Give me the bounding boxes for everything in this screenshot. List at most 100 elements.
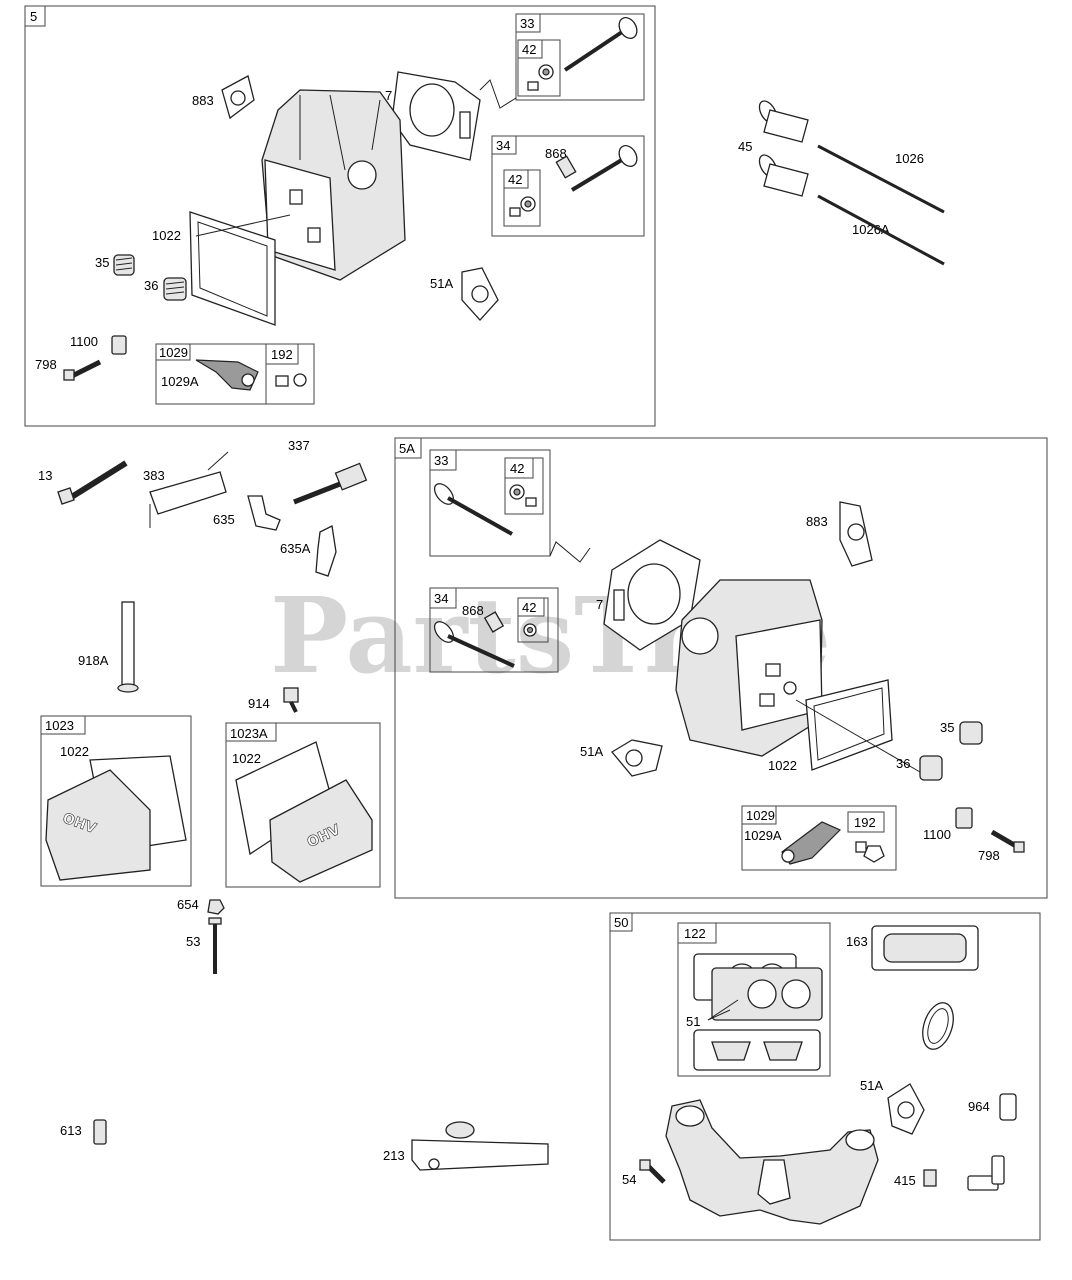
- valve-cover-gasket-part[interactable]: [189, 211, 291, 326]
- subgroup-5A-33[interactable]: 33 42: [429, 449, 551, 557]
- valve-keeper-part-3[interactable]: [509, 484, 537, 507]
- intake-gasket-part[interactable]: [221, 75, 255, 120]
- subgroup-5-34[interactable]: 34 42 868: [491, 135, 645, 237]
- valve-cover-part-2[interactable]: OHV: [235, 741, 373, 883]
- subgroup-5-33[interactable]: 33 42: [515, 13, 645, 101]
- ignition-coil-bracket-part[interactable]: [149, 451, 229, 528]
- label-36-b: 36: [896, 756, 910, 771]
- subgroup-5-1029[interactable]: 1029 192 1029A: [155, 343, 315, 405]
- subgroup-5A-34-tag: 34: [434, 591, 448, 606]
- subgroup-50-122[interactable]: 122 51: [677, 922, 831, 1077]
- label-1022: 1022: [152, 228, 181, 243]
- tube-part[interactable]: [117, 601, 139, 693]
- intake-gasket-part-2[interactable]: [839, 501, 873, 567]
- spark-plug-boot-part[interactable]: [247, 495, 281, 531]
- valve-intake-part-2[interactable]: [431, 480, 513, 536]
- governor-bracket-part[interactable]: [411, 1121, 549, 1171]
- group-1023A-frame[interactable]: 1023A 1022 OHV: [225, 722, 381, 888]
- group-5-tag: 5: [30, 9, 37, 24]
- connector-line: [549, 541, 591, 563]
- carburetor-gasket-part-2[interactable]: [711, 967, 823, 1021]
- label-53: 53: [186, 934, 200, 949]
- valve-keeper-part-4[interactable]: [523, 623, 537, 637]
- valve-cover-gasket-part-2[interactable]: [795, 679, 921, 773]
- subgroup-5A-1029-tag: 1029: [746, 808, 775, 823]
- group-50-frame[interactable]: 50: [609, 912, 1041, 1241]
- label-1022-cover-a: 1022: [60, 744, 89, 759]
- label-964: 964: [968, 1099, 990, 1114]
- label-35: 35: [95, 255, 109, 270]
- tappet-part[interactable]: [756, 98, 809, 197]
- label-883-b: 883: [806, 514, 828, 529]
- exhaust-gasket-part[interactable]: [461, 267, 499, 321]
- subgroup-50-122-tag: 122: [684, 926, 706, 941]
- exhaust-gasket-part-3[interactable]: [887, 1083, 925, 1135]
- subgroup-5A-34[interactable]: 34 42 868: [429, 587, 559, 673]
- elbow-fitting-part[interactable]: [967, 1155, 1005, 1191]
- subgroup-5A-192-tag: 192: [854, 815, 876, 830]
- label-868-b: 868: [462, 603, 484, 618]
- screw-part-4[interactable]: [990, 829, 1025, 853]
- spring-part-3[interactable]: [959, 721, 983, 745]
- spark-plug-boot-part-2[interactable]: [315, 525, 337, 577]
- subgroup-5A-1029[interactable]: 1029 192 1029A: [741, 805, 897, 871]
- rocker-arm-part[interactable]: [195, 359, 259, 391]
- screw-part-5[interactable]: [639, 1159, 666, 1184]
- spring-part-2[interactable]: [163, 277, 187, 301]
- subgroup-5-192-tag: 192: [271, 347, 293, 362]
- nut-part-3[interactable]: [855, 841, 885, 863]
- breather-part-2[interactable]: [955, 807, 973, 829]
- label-1026A: 1026A: [852, 222, 890, 237]
- bolt-part[interactable]: [57, 460, 128, 505]
- label-36: 36: [144, 278, 158, 293]
- leader-line: [707, 999, 739, 1021]
- label-635A: 635A: [280, 541, 311, 556]
- nut-part-2[interactable]: [207, 899, 225, 915]
- screw-part-2[interactable]: [283, 687, 299, 713]
- fitting-part[interactable]: [999, 1093, 1017, 1121]
- cylinder-head-part[interactable]: [261, 89, 406, 281]
- head-gasket-part[interactable]: [391, 71, 517, 161]
- o-ring-part[interactable]: [917, 999, 958, 1053]
- group-1023-tag: 1023: [45, 718, 74, 733]
- group-1023-frame[interactable]: 1023 1022 OHV: [40, 715, 192, 887]
- group-5A-frame[interactable]: 5A: [394, 437, 1048, 899]
- label-1026: 1026: [895, 151, 924, 166]
- valve-intake-part[interactable]: [563, 14, 640, 72]
- breather-part[interactable]: [111, 335, 127, 355]
- screw-part[interactable]: [63, 359, 102, 381]
- push-rod-part[interactable]: [817, 144, 945, 266]
- exhaust-gasket-part-2[interactable]: [611, 739, 663, 777]
- label-51A-c: 51A: [860, 1078, 883, 1093]
- nut-part[interactable]: [275, 373, 307, 387]
- spring-part-4[interactable]: [919, 755, 943, 781]
- carburetor-gasket-part-3[interactable]: [693, 1029, 821, 1071]
- screw-part-3[interactable]: [93, 1119, 107, 1145]
- cylinder-head-part-2[interactable]: [675, 579, 823, 757]
- label-45: 45: [738, 139, 752, 154]
- label-415: 415: [894, 1173, 916, 1188]
- intake-manifold-part[interactable]: [665, 1099, 879, 1225]
- subgroup-5-34-tag: 34: [496, 138, 510, 153]
- label-7: 7: [385, 88, 392, 103]
- spark-plug-part[interactable]: [293, 462, 368, 505]
- label-1022-b: 1022: [768, 758, 797, 773]
- label-51A-b: 51A: [580, 744, 603, 759]
- group-5-frame[interactable]: 5: [24, 5, 656, 427]
- valve-exhaust-part[interactable]: [555, 142, 640, 192]
- label-213: 213: [383, 1148, 405, 1163]
- valve-cover-part[interactable]: OHV: [45, 755, 187, 881]
- rocker-arm-part-2[interactable]: [781, 821, 842, 865]
- stud-part[interactable]: [208, 917, 222, 974]
- manifold-gasket-part[interactable]: [871, 925, 979, 971]
- valve-keeper-part-2[interactable]: [509, 196, 536, 217]
- label-635: 635: [213, 512, 235, 527]
- valve-exhaust-part-2[interactable]: [431, 611, 515, 668]
- label-35-b: 35: [940, 720, 954, 735]
- plug-part[interactable]: [923, 1169, 937, 1187]
- spring-part[interactable]: [113, 254, 135, 276]
- subgroup-5-1029-tag: 1029: [159, 345, 188, 360]
- valve-keeper-part[interactable]: [527, 64, 554, 91]
- subgroup-5-33-tag: 33: [520, 16, 534, 31]
- group-5A-tag: 5A: [399, 441, 415, 456]
